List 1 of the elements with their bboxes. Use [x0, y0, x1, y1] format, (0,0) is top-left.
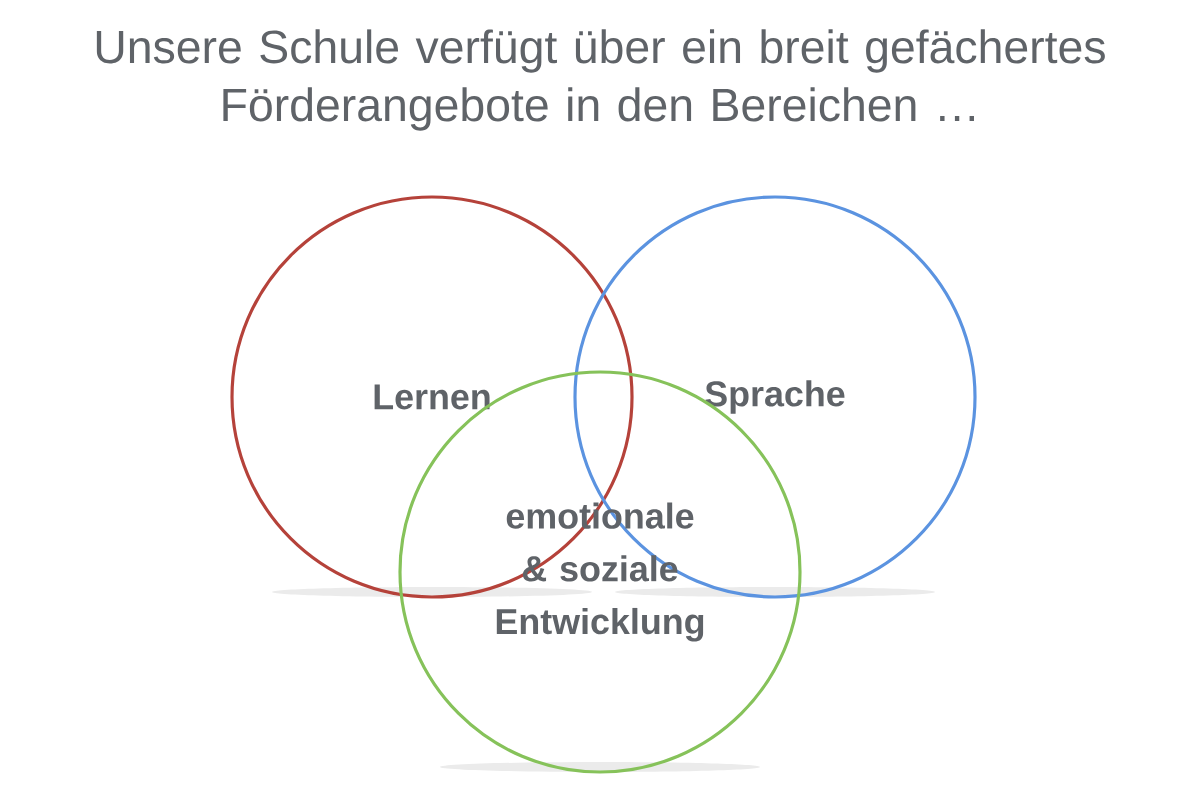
title: Unsere Schule verfügt über ein breit gefächertes Förderangebote in den Bereichen … — [96, 29, 1105, 131]
